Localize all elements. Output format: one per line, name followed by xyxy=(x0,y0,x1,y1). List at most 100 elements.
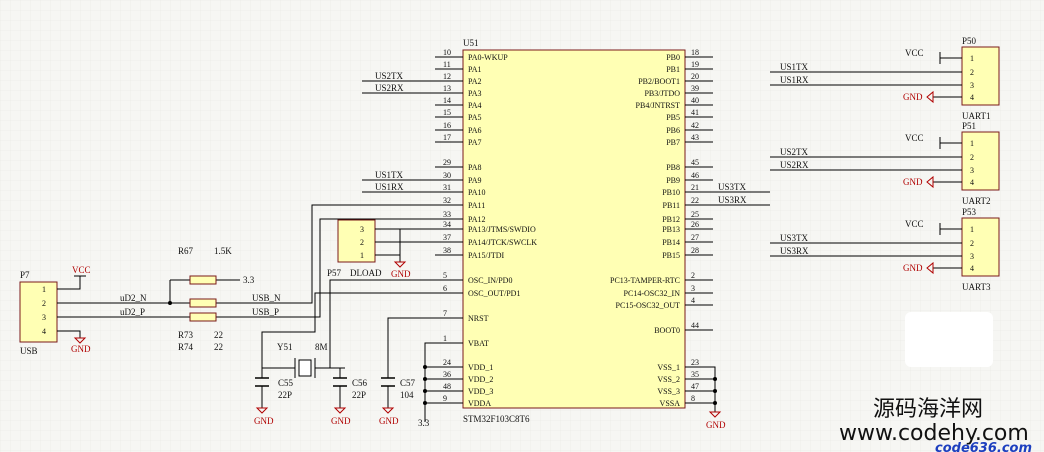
mcu-pin-number: 27 xyxy=(691,233,699,242)
connector-name: UART2 xyxy=(962,196,990,206)
mcu-pin-number: 4 xyxy=(691,296,695,305)
dload-pin-3: 3 xyxy=(360,225,364,234)
watermark-line2: www.codehy.com xyxy=(839,421,1029,446)
connector-ref: P53 xyxy=(962,207,977,217)
usb-pin-1: 1 xyxy=(42,285,46,294)
mcu-pin-label: PB12 xyxy=(662,215,680,224)
usb-name: USB xyxy=(20,346,38,356)
mcu-pin-number: 43 xyxy=(691,133,699,142)
c56-gnd-symbol xyxy=(333,407,347,414)
vss-section: GND xyxy=(685,329,726,430)
mcu-pin-label: PB8 xyxy=(666,163,680,172)
mcu-pin-label: PC13-TAMPER-RTC xyxy=(610,276,680,285)
gnd-icon xyxy=(926,261,934,275)
mcu-ref: U51 xyxy=(463,38,479,48)
r74-value: 22 xyxy=(214,342,223,352)
mcu-pin-number: 11 xyxy=(443,60,451,69)
r74-ref: R74 xyxy=(178,342,194,352)
mcu-pin-number: 46 xyxy=(691,171,699,180)
gnd-label: GND xyxy=(903,92,923,102)
usb-pin-4: 4 xyxy=(42,327,46,336)
c55-value: 22P xyxy=(278,390,292,400)
mcu-pin-number: 24 xyxy=(443,358,451,367)
mcu-pin-number: 40 xyxy=(691,96,699,105)
usb-net-p: USB_P xyxy=(252,307,279,317)
resistor-r73 xyxy=(189,298,217,308)
c57-value: 104 xyxy=(400,390,414,400)
mcu-pin-label: PB14 xyxy=(662,238,680,247)
mcu-pin-number: 13 xyxy=(443,84,451,93)
mcu-pin-label: PB9 xyxy=(666,176,680,185)
connector-pin: 2 xyxy=(970,239,974,248)
mcu-pin-number: 28 xyxy=(691,246,699,255)
uart-connectors: P50UART11234VCCUS1TXUS1RXGNDP51UART21234… xyxy=(770,36,1000,292)
mcu-pin-label: VSS_3 xyxy=(657,387,680,396)
mcu-pin-number: 21 xyxy=(691,183,699,192)
connector-name: UART3 xyxy=(962,282,991,292)
mcu-pin-number: 45 xyxy=(691,158,699,167)
c55-gnd-label: GND xyxy=(254,416,274,426)
mcu-pin-label: NRST xyxy=(468,314,489,323)
usb-short-p: uD2_P xyxy=(120,307,145,317)
c55-gnd-symbol xyxy=(255,407,269,414)
mcu-pin-number: 18 xyxy=(691,48,699,57)
mcu-pin-number: 25 xyxy=(691,210,699,219)
watermark-line3: code636.com xyxy=(935,441,1032,452)
mcu-pin-number: 22 xyxy=(691,196,699,205)
net-label: US1TX xyxy=(780,62,809,72)
connector-body xyxy=(961,217,1000,277)
dload-gnd-symbol xyxy=(393,261,407,268)
mcu-pin-number: 15 xyxy=(443,108,451,117)
mcu-pin-label: PA11 xyxy=(468,201,485,210)
mcu-pin-label: VDD_1 xyxy=(468,363,493,372)
mcu-pin-number: 6 xyxy=(443,284,447,293)
watermark-blank xyxy=(905,312,993,367)
net-label: US1RX xyxy=(780,75,809,85)
mcu-pin-number: 8 xyxy=(691,394,695,403)
connector-ref: P50 xyxy=(962,36,977,46)
usb-ref: P7 xyxy=(20,270,30,280)
crystal-value: 8M xyxy=(315,342,328,352)
mcu-pin-label: PA1 xyxy=(468,65,482,74)
usb-pin-2: 2 xyxy=(42,299,46,308)
mcu-left-pins: 10PA0-WKUP11PA112PA2US2TX13PA3US2RX14PA4… xyxy=(362,48,537,408)
mcu-pin-label: OSC_IN/PD0 xyxy=(468,276,512,285)
mcu-pin-label: PA0-WKUP xyxy=(468,53,508,62)
mcu-pin-number: 23 xyxy=(691,358,699,367)
oscillator-section: Y51 8M C55 22P C56 22P C57 104 GND GND G… xyxy=(254,279,463,428)
usb-gnd-label: GND xyxy=(71,344,91,354)
mcu-pin-number: 32 xyxy=(443,196,451,205)
mcu-pin-number: 41 xyxy=(691,108,699,117)
mcu-u51: U51 STM32F103C8T6 10PA0-WKUP11PA112PA2US… xyxy=(362,38,770,424)
mcu-pin-number: 2 xyxy=(691,271,695,280)
mcu-pin-number: 20 xyxy=(691,72,699,81)
mcu-pin-label: PA8 xyxy=(468,163,482,172)
mcu-pin-label: BOOT0 xyxy=(654,326,680,335)
mcu-pin-number: 29 xyxy=(443,158,451,167)
gnd-icon xyxy=(926,90,934,104)
vcc-label: VCC xyxy=(905,48,924,58)
mcu-pin-label: VDDA xyxy=(468,399,491,408)
mcu-pin-label: PB10 xyxy=(662,188,680,197)
mcu-pin-number: 42 xyxy=(691,121,699,130)
usb-connector-body xyxy=(19,281,58,343)
connector-pin: 1 xyxy=(970,139,974,148)
mcu-body xyxy=(462,49,686,409)
mcu-pin-label: PA13/JTMS/SWDIO xyxy=(468,225,536,234)
r73-ref: R73 xyxy=(178,330,194,340)
mcu-pin-number: 1 xyxy=(443,334,447,343)
net-label: US2TX xyxy=(375,71,404,81)
usb-section: P7 USB 1 2 3 4 VCC GND uD2_N uD2_P R67 1… xyxy=(19,204,463,356)
connector-pin: 3 xyxy=(970,166,974,175)
mcu-pin-label: PB2/BOOT1 xyxy=(638,77,680,86)
mcu-pin-number: 5 xyxy=(443,271,447,280)
mcu-pin-label: PA4 xyxy=(468,101,482,110)
mcu-pin-number: 39 xyxy=(691,84,699,93)
usb-pin-3: 3 xyxy=(42,313,46,322)
gnd-label: GND xyxy=(903,177,923,187)
dload-header: 3 2 1 GND P57 DLOAD xyxy=(327,219,463,279)
